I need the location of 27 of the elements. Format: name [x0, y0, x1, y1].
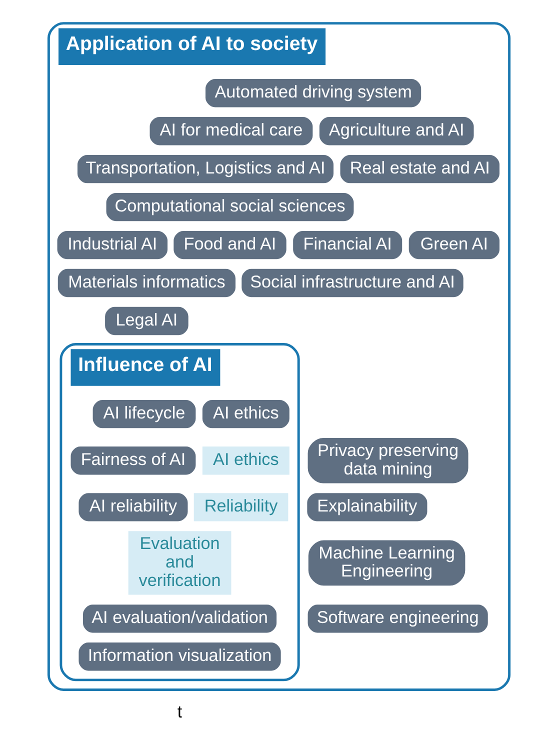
node-box: Legal AI: [105, 306, 188, 336]
label: t: [177, 702, 182, 722]
node-box: Real estate and AI: [340, 155, 500, 184]
node-box: Automated driving system: [206, 79, 422, 108]
node-box: AI reliability: [78, 493, 188, 522]
node-box: Financial AI: [293, 230, 402, 260]
node-box: AI lifecycle: [92, 400, 196, 428]
node-box: AI for medical care: [150, 117, 313, 146]
node-box: Transportation, Logistics and AI: [77, 155, 334, 184]
node-box: Industrial AI: [57, 230, 168, 260]
node-box: AI ethics: [202, 446, 290, 475]
node-box: Privacy preserving data mining: [308, 438, 468, 484]
node-box: Green AI: [408, 230, 500, 260]
node-box: Information visualization: [78, 642, 281, 671]
node-box: Machine Learning Engineering: [308, 540, 466, 586]
node-box: AI ethics: [202, 400, 290, 428]
node-box: Agriculture and AI: [319, 117, 474, 146]
node-box: Computational social sciences: [106, 192, 354, 222]
node-box: Fairness of AI: [70, 446, 196, 475]
node-box: Software engineering: [308, 604, 488, 633]
node-box: Explainability: [307, 493, 428, 522]
node-box: AI evaluation/validation: [83, 604, 277, 633]
node-box: Social infrastructure and AI: [242, 268, 464, 298]
node-box: Reliability: [194, 493, 288, 522]
node-box: Materials informatics: [58, 268, 236, 298]
node-box: Evaluation and verification: [128, 531, 232, 595]
node-box: Food and AI: [174, 230, 286, 260]
